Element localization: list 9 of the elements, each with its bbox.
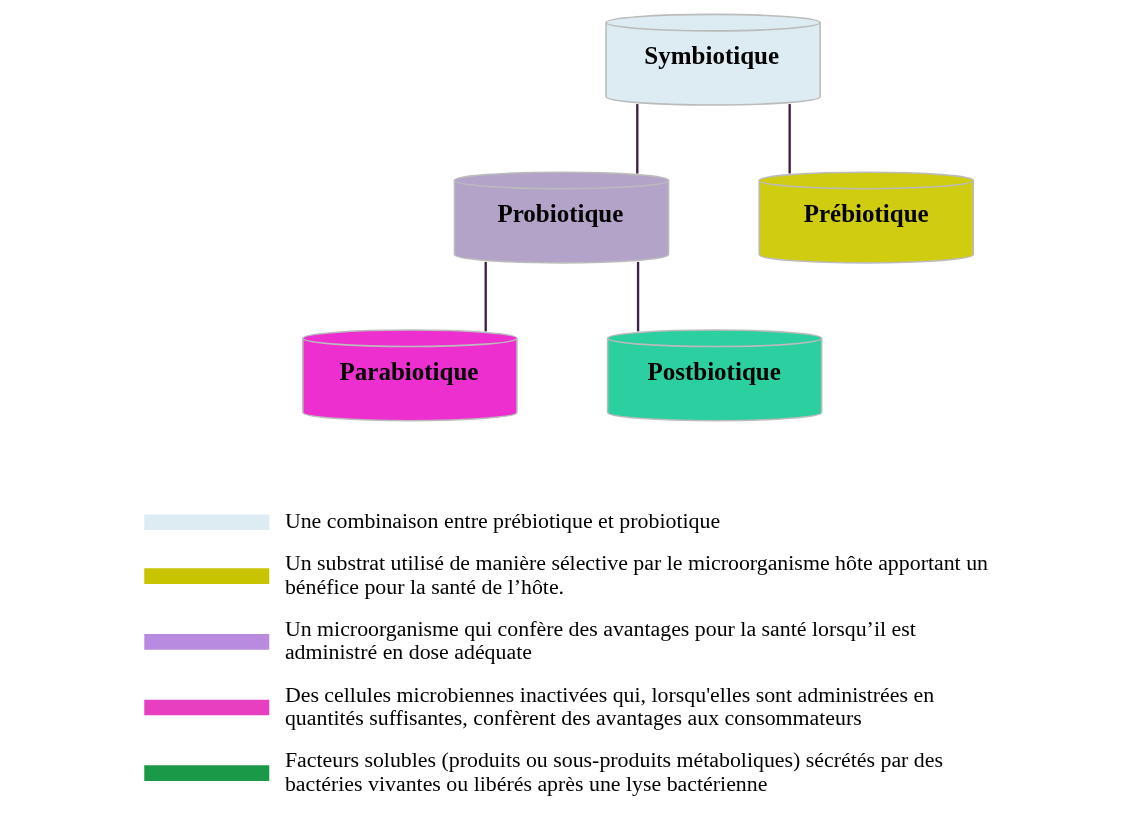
legend-label: Une combinaison entre prébiotique et probiotique [284,509,721,534]
connector [636,261,640,332]
connector [788,104,791,174]
legend-label: Un substrat utilisé de manière sélective par le microorganisme hôte apportant un bénéfice pour la santé de l’hôte. [284,551,989,599]
legend-label: Des cellules microbiennes inactivées qui, lorsqu'elles sont administrées en quantités suffisantes, confèrent des avantages aux consommateurs [284,682,935,730]
legend-label: Facteurs solubles (produits ou sous-produits métaboliques) sécrétés par des bactéries vivantes ou libérés après une lyse bactérienne [284,748,943,796]
connector [484,261,487,332]
legend-label: Un microorganisme qui confère des avantages pour la santé lorsqu’il est administré en dose adéquate [284,616,916,665]
connector [636,104,639,174]
